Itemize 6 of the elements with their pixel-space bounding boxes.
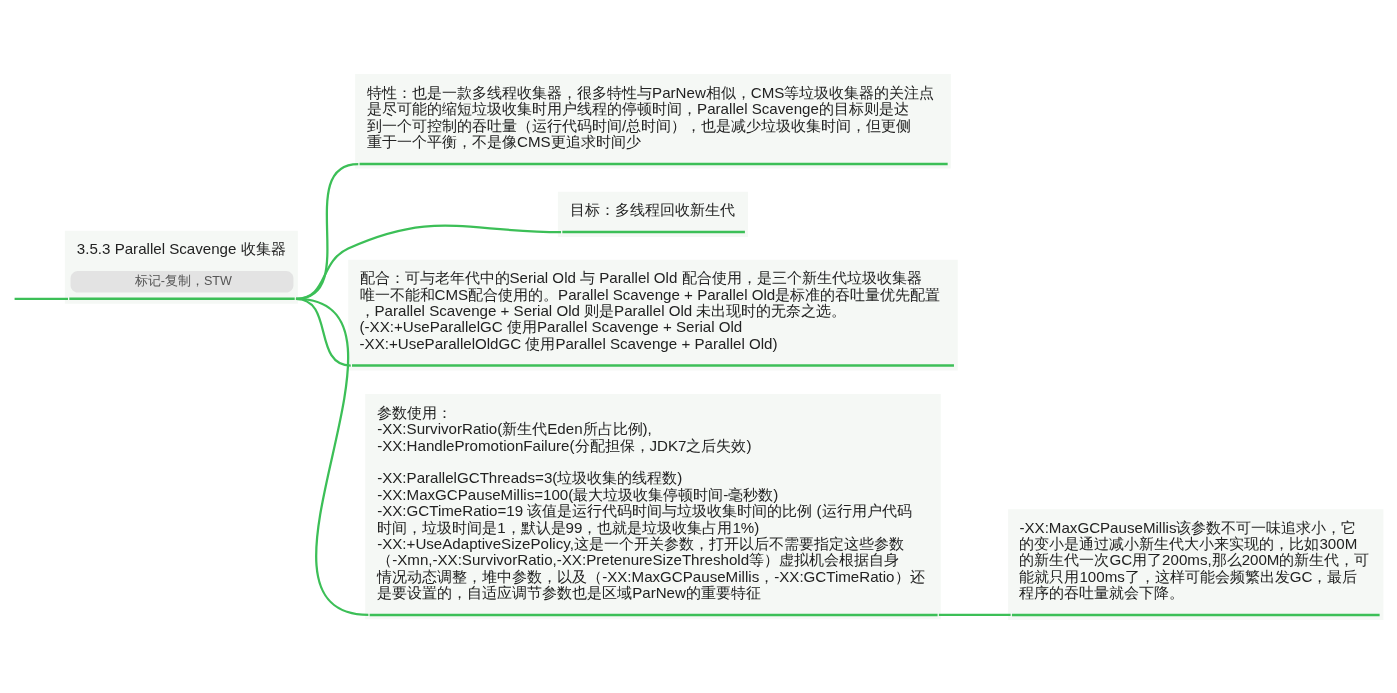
node-box: 目标：多线程回收新生代 [557, 191, 749, 237]
connector [14, 297, 68, 300]
connector [938, 613, 1011, 616]
connector [295, 297, 369, 616]
connector [295, 224, 562, 300]
node-box: 配合：可与老年代中的Serial Old 与 Parallel Old 配合使用，是三个新生代垃圾收集器唯一不能和CMS配合使用的。Parallel Scavenge + Parallel Old是标准的吞吐量优先配置，Parallel Scavenge + Serial Old 则是Parallel Old 未出现时的无奈之选。 (-XX:+UseParallelGC 使用Parallel Scavenge + Serial Old -XX:+UseParallelOldGC 使用Parallel Scavenge + Parallel Old) [348, 259, 958, 371]
